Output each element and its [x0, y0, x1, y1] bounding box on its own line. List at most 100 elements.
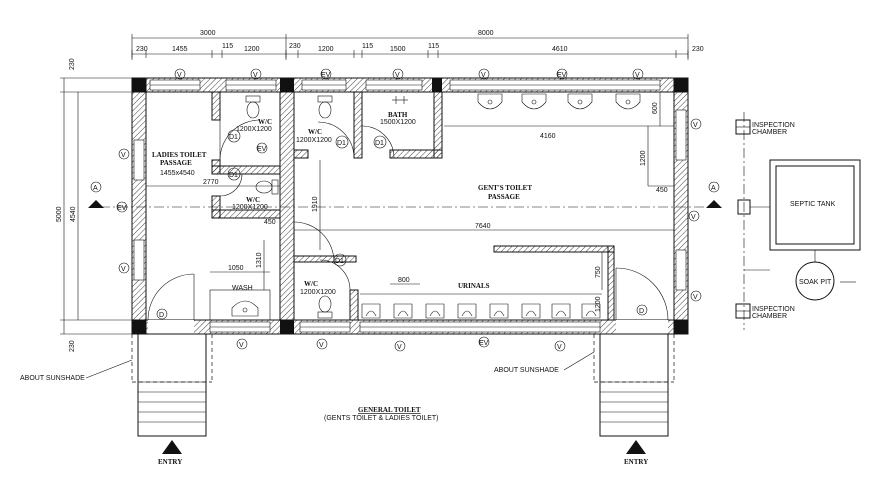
tag-v: V: [690, 118, 702, 130]
room-labels: LADIES TOILET PASSAGE 1455x4540 W/C 1200…: [152, 111, 532, 296]
svg-text:D1: D1: [229, 172, 238, 179]
svg-text:V: V: [177, 72, 182, 79]
tag-v: V: [690, 290, 702, 302]
svg-text:D: D: [159, 312, 164, 319]
tag-v: V: [394, 340, 406, 352]
sunshade-annotations: ABOUT SUNSHADE ABOUT SUNSHADE: [20, 351, 595, 382]
dim-left-230-top: 230: [69, 58, 76, 70]
dim-top-3000: 3000: [200, 30, 216, 37]
dim-seg: 1200: [244, 46, 260, 53]
wc1-label: W/C: [258, 118, 272, 126]
dim-2770: 2770: [203, 179, 219, 186]
tag-ev: EV: [116, 201, 128, 213]
dim-750: 750: [595, 266, 602, 278]
svg-text:V: V: [557, 344, 562, 351]
gents-passage-label-2: PASSAGE: [488, 193, 520, 201]
svg-text:D1: D1: [337, 140, 346, 147]
section-a-label-left: A: [93, 185, 98, 192]
tag-d1: D1: [335, 135, 349, 149]
svg-text:V: V: [635, 72, 640, 79]
tag-v: V: [632, 68, 644, 80]
tag-v: V: [118, 262, 130, 274]
internal-walls: [209, 91, 615, 321]
inspection-bottom-1: INSPECTION: [752, 306, 795, 313]
outer-walls: [131, 77, 689, 335]
dim-seg: 1500: [390, 46, 406, 53]
wc4-size: 1200X1200: [300, 289, 336, 296]
svg-text:D: D: [639, 308, 644, 315]
drawing-title: GENERAL TOILET (GENTS TOILET & LADIES TO…: [324, 406, 439, 422]
urinals-label: URINALS: [458, 282, 490, 290]
dim-top-8000: 8000: [478, 30, 494, 37]
top-dimensions: 3000 8000 230 1455 115 1200 230 1200 115…: [131, 30, 704, 60]
ladies-passage-size: 1455x4540: [160, 170, 195, 177]
left-dimensions: 230 5000 4540 230: [56, 58, 132, 352]
svg-text:EV: EV: [257, 146, 267, 153]
svg-text:V: V: [121, 266, 126, 273]
svg-text:EV: EV: [479, 340, 489, 347]
wc-fixture: [255, 179, 279, 195]
dim-left-230-bottom: 230: [69, 340, 76, 352]
svg-text:V: V: [121, 152, 126, 159]
dim-450b: 450: [264, 219, 276, 226]
svg-text:EV: EV: [321, 72, 331, 79]
dim-450: 450: [656, 187, 668, 194]
dim-seg: 230: [289, 43, 301, 50]
wc-fixture: [317, 95, 333, 119]
wc3-size: 1200X1200: [296, 137, 332, 144]
ladies-wash-basin: [231, 300, 259, 317]
svg-text:V: V: [397, 344, 402, 351]
inspection-bottom-2: CHAMBER: [752, 313, 787, 320]
bath-label: BATH: [388, 111, 408, 119]
tag-v: V: [236, 338, 248, 350]
dim-600: 600: [652, 102, 659, 114]
svg-text:V: V: [693, 122, 698, 129]
tag-ev: EV: [478, 336, 490, 348]
tag-v: V: [118, 148, 130, 160]
dim-seg: 1455: [172, 46, 188, 53]
dim-7640: 7640: [475, 223, 491, 230]
tag-v: V: [316, 338, 328, 350]
entry-label-right: ENTRY: [624, 458, 648, 466]
fixtures: [231, 93, 641, 319]
wash-basins: [477, 93, 641, 110]
tag-d1: D1: [333, 253, 347, 267]
entry-steps-left: ENTRY: [131, 333, 213, 466]
tag-d: D: [636, 304, 648, 316]
wc-fixture: [245, 95, 261, 119]
section-line-a: A A: [88, 181, 722, 208]
svg-text:V: V: [481, 72, 486, 79]
svg-text:V: V: [693, 294, 698, 301]
svg-text:V: V: [253, 72, 258, 79]
urinals: [360, 293, 602, 319]
tag-v: V: [688, 210, 700, 222]
dim-seg: 115: [362, 43, 373, 50]
tag-ev: EV: [256, 142, 268, 154]
dim-1050: 1050: [228, 265, 244, 272]
svg-text:D1: D1: [335, 258, 344, 265]
wc2-label: W/C: [246, 196, 260, 204]
sanitation-layout: INSPECTION CHAMBER SEPTIC TANK SOAK PIT …: [735, 112, 861, 330]
tag-v: V: [554, 340, 566, 352]
ladies-passage-label: LADIES TOILET: [152, 151, 207, 159]
wc3-label: W/C: [308, 128, 322, 136]
wc1-size: 1200X1200: [236, 126, 272, 133]
tag-ev: EV: [320, 68, 332, 80]
dim-1200: 1200: [640, 150, 647, 166]
entry-label-left: ENTRY: [158, 458, 182, 466]
wash-label: WASH: [232, 285, 253, 292]
door-swings: [147, 119, 669, 321]
tag-d1: D1: [227, 167, 241, 181]
dim-seg: 115: [428, 43, 439, 50]
dim-seg: 230: [692, 46, 704, 53]
section-a-label-right: A: [711, 185, 716, 192]
svg-text:V: V: [239, 342, 244, 349]
gents-passage-label: GENT'S TOILET: [478, 184, 532, 192]
dim-1310: 1310: [256, 252, 263, 268]
inspection-top-1: INSPECTION: [752, 122, 795, 129]
dim-seg: 4610: [552, 46, 568, 53]
tag-v: V: [174, 68, 186, 80]
septic-tank-label: SEPTIC TANK: [790, 201, 836, 208]
svg-text:V: V: [395, 72, 400, 79]
